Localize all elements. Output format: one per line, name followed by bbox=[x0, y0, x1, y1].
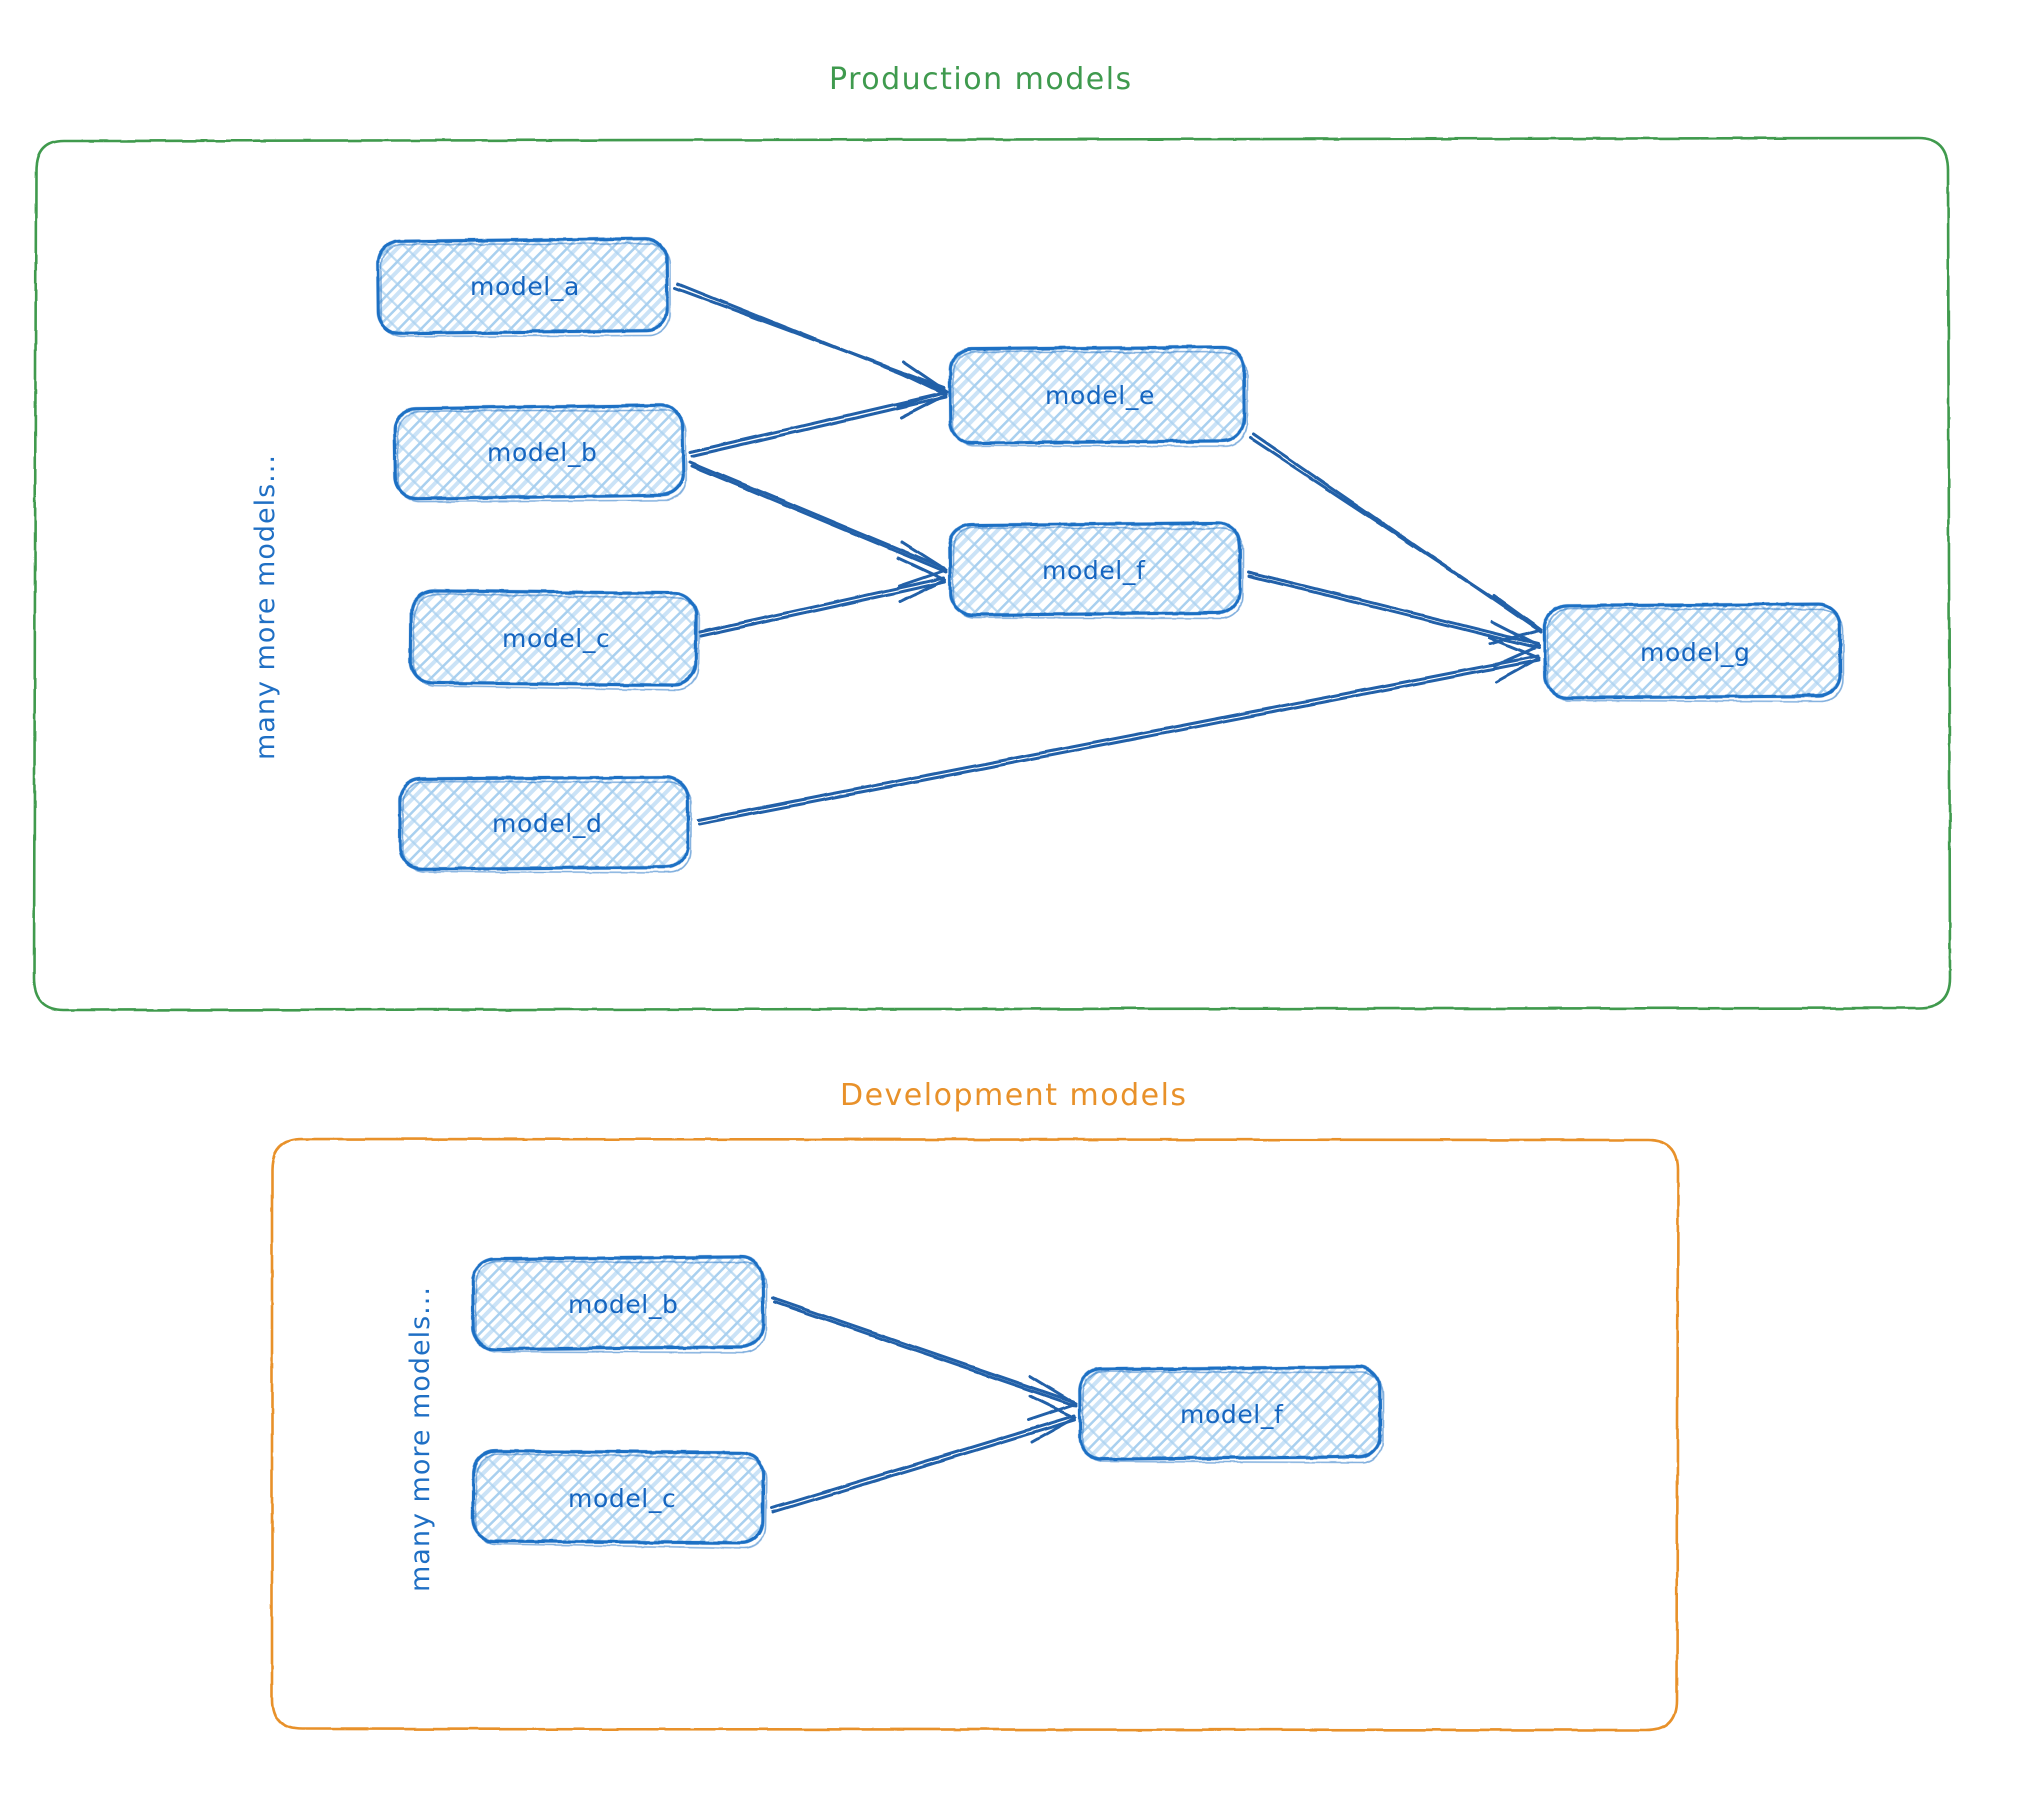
edge-dev-model-b-to-model-f bbox=[770, 1296, 1078, 1422]
production-edges bbox=[673, 282, 1543, 826]
edge-model-b-to-model-f bbox=[688, 460, 948, 588]
development-edges bbox=[770, 1296, 1078, 1514]
production-group-title: Production models bbox=[829, 62, 1133, 97]
edge-model-b-to-model-e bbox=[688, 370, 948, 458]
edge-model-f-to-model-g bbox=[1246, 570, 1541, 668]
node-prod-model-a[interactable] bbox=[376, 237, 671, 338]
node-prod-model-f[interactable] bbox=[948, 521, 1244, 620]
edge-model-d-to-model-g bbox=[696, 636, 1541, 826]
node-dev-model-b[interactable] bbox=[471, 1255, 767, 1354]
node-dev-model-c[interactable] bbox=[471, 1449, 768, 1549]
edge-model-c-to-model-f bbox=[698, 556, 947, 638]
node-prod-model-c[interactable] bbox=[409, 589, 701, 691]
node-prod-model-d[interactable] bbox=[398, 775, 692, 874]
node-prod-model-g[interactable] bbox=[1543, 602, 1844, 703]
development-nodes bbox=[471, 1255, 1384, 1549]
edge-dev-model-c-to-model-f bbox=[770, 1394, 1077, 1514]
node-prod-model-e[interactable] bbox=[948, 345, 1248, 448]
development-group-title: Development models bbox=[840, 1078, 1188, 1113]
development-side-label: many more models... bbox=[405, 1286, 436, 1592]
production-side-label: many more models... bbox=[250, 454, 281, 760]
production-nodes bbox=[376, 237, 1844, 874]
development-group-container bbox=[270, 1137, 1680, 1732]
production-group-container bbox=[32, 136, 1952, 1012]
node-prod-model-b[interactable] bbox=[393, 403, 687, 503]
edge-model-a-to-model-e bbox=[673, 282, 949, 408]
node-dev-model-f[interactable] bbox=[1078, 1365, 1384, 1464]
